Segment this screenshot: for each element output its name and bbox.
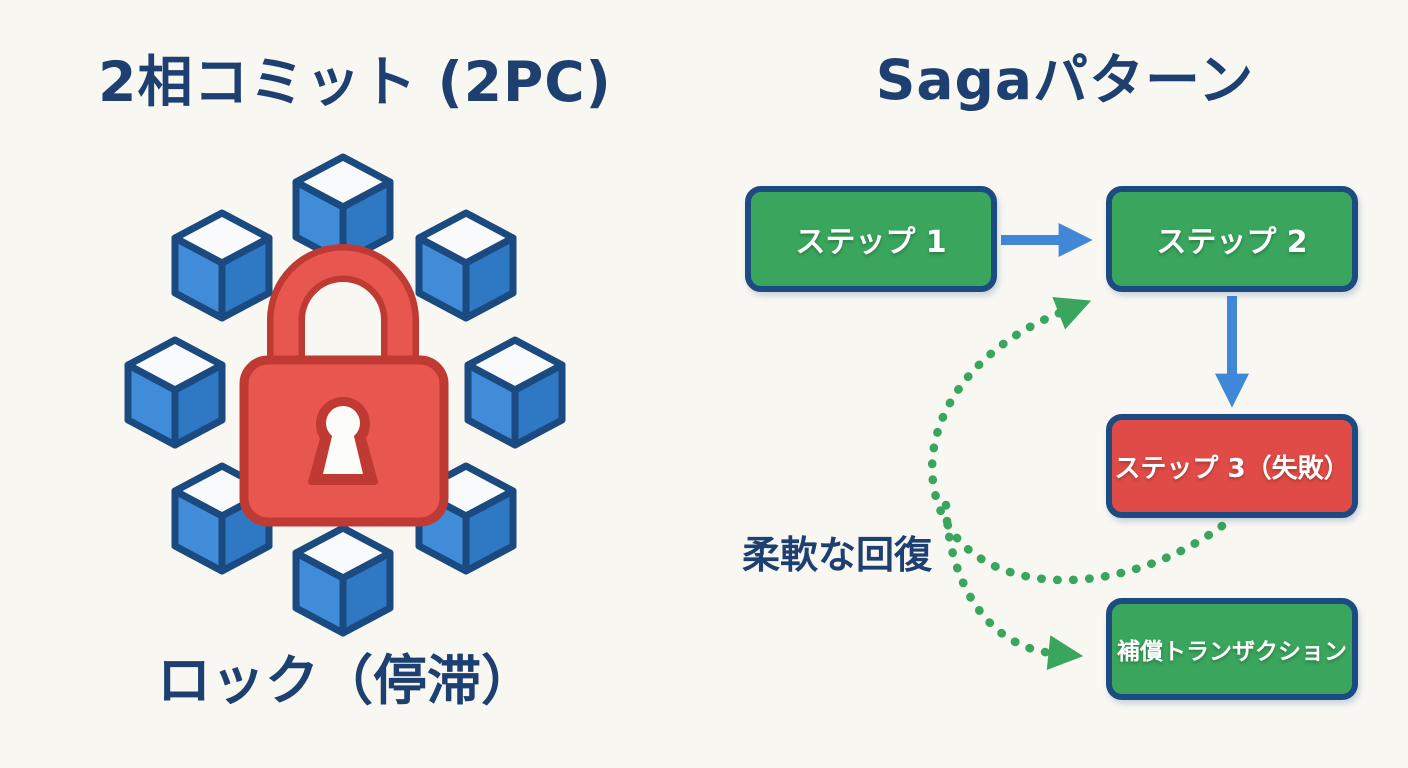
lock-icon [239,244,449,527]
node-step-2: ステップ 2 [1106,186,1358,292]
node-step-1-label: ステップ 1 [795,225,947,260]
cube-icon [419,213,513,318]
dotted-arrow-recovery-to-step2 [927,297,1227,585]
dotted-arrow-to-compensation [941,500,1084,670]
cube-icon [468,340,562,445]
lock-shackle [273,250,413,374]
node-compensation-label: 補償トランザクション [1117,639,1347,665]
right-panel-title: Sagaパターン [875,48,1255,112]
keyhole-icon [323,432,363,474]
left-panel-caption: ロック（停滞） [157,649,535,712]
cube-icon [175,213,269,318]
node-step-3-failed: ステップ 3（失敗） [1106,414,1358,518]
left-panel-title: 2相コミット (2PC) [98,50,612,114]
recovery-annotation: 柔軟な回復 [742,533,933,577]
cube-icon [128,340,222,445]
keyhole-icon [326,406,360,440]
cube-icon [296,528,390,633]
node-compensation-transaction: 補償トランザクション [1106,598,1358,700]
node-step-1: ステップ 1 [745,186,997,292]
node-step-3-label: ステップ 3（失敗） [1114,453,1350,484]
node-step-2-label: ステップ 2 [1156,225,1308,260]
